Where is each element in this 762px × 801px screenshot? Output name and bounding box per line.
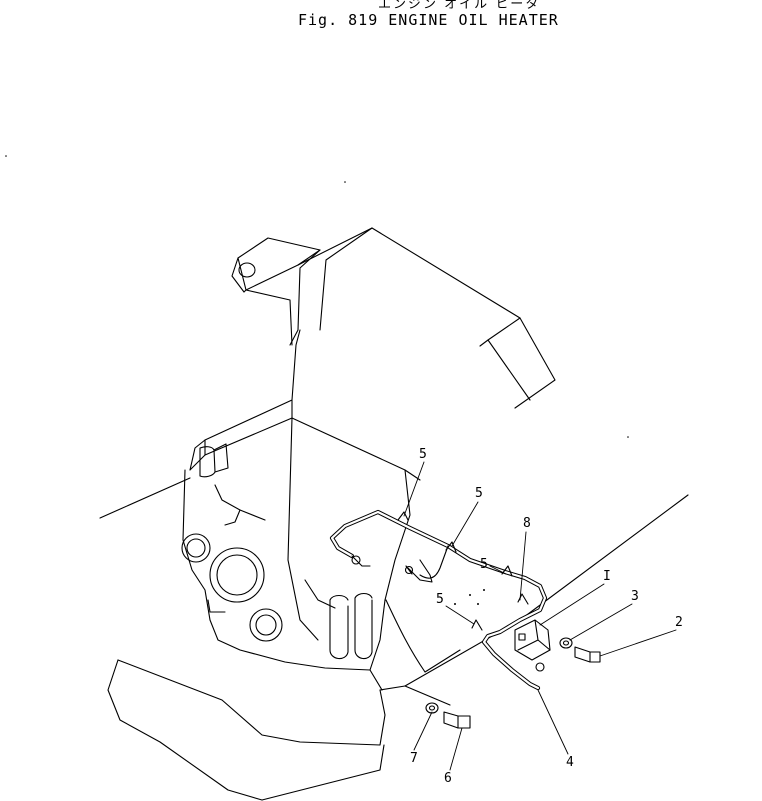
callout-5-c: 5: [480, 557, 488, 572]
callout-1: I: [603, 569, 611, 584]
oil-heater-wiring: [5, 155, 629, 729]
callout-5-a: 5: [419, 447, 427, 462]
callout-2: 2: [675, 615, 683, 630]
callout-6: 6: [444, 771, 452, 786]
callouts: 5 5 5 5 8 I 3 2 4 7 6: [403, 447, 683, 786]
callout-5-d: 5: [436, 592, 444, 607]
callout-8: 8: [523, 516, 531, 531]
callout-7: 7: [410, 751, 418, 766]
figure-title-japanese: エンジン オイル ヒータ: [378, 0, 540, 12]
callout-5-b: 5: [475, 486, 483, 501]
figure-title: Fig. 819 ENGINE OIL HEATER: [298, 11, 559, 29]
callout-3: 3: [631, 589, 639, 604]
engine-block: [99, 227, 689, 801]
callout-4: 4: [566, 755, 574, 770]
